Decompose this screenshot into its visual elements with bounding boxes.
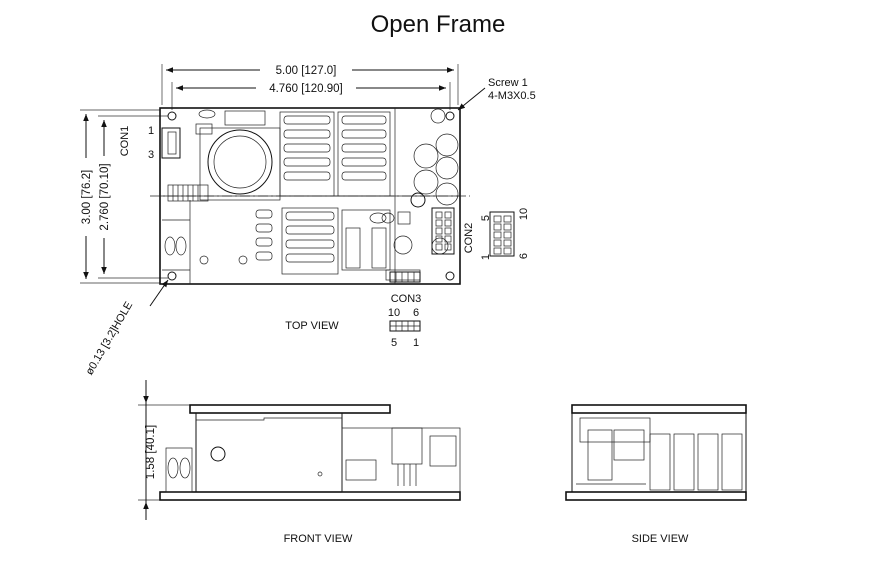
front-view: 1.58 [40.1] FRONT VIEW (138, 380, 461, 545)
con1-pin-3: 3 (148, 149, 154, 161)
con2-pin-1: 1 (480, 254, 492, 260)
hole-callout: ø0.13 [3.2]HOLE (84, 279, 169, 377)
profile-height-dimension: 1.58 [40.1] (138, 380, 190, 520)
top-view: 5.00 [127.0] 4.760 [120.90] Screw 1 4-M3… (80, 64, 536, 377)
con1-pin-1: 1 (148, 125, 154, 137)
large-capacitor (195, 109, 281, 201)
profile-height-label: 1.58 [40.1] (145, 425, 157, 479)
con3-pin-5: 5 (391, 337, 397, 349)
hole-spacing-width-dimension: 4.760 [120.90] (171, 82, 451, 110)
input-coil (162, 184, 209, 284)
heatsink-upper (279, 111, 391, 197)
con2-label: CON2 (463, 223, 475, 254)
con1-label: CON1 (119, 126, 131, 157)
heatsink-lower (255, 207, 339, 275)
front-base-board (159, 491, 461, 501)
con3-pinout: CON3 10 6 5 1 (388, 293, 421, 349)
con3-pin-6: 6 (413, 307, 419, 319)
side-view: SIDE VIEW (565, 404, 747, 545)
overall-width-label: 5.00 [127.0] (276, 65, 337, 77)
screw-spec: 4-M3X0.5 (488, 90, 536, 102)
overall-width-dimension: 5.00 [127.0] (161, 64, 459, 105)
con3-board (389, 271, 421, 283)
con2-pin-10: 10 (518, 208, 530, 220)
overall-height-label: 3.00 [76.2] (81, 170, 93, 224)
mounting-holes (167, 111, 455, 281)
screw-label: Screw 1 (488, 77, 528, 89)
con3-pin-1: 1 (413, 337, 419, 349)
side-base-board (565, 491, 747, 501)
page-title: Open Frame (371, 11, 506, 38)
con3-label: CON3 (391, 293, 422, 305)
hole-diameter-label: ø0.13 [3.2]HOLE (84, 300, 136, 377)
screw-callout: Screw 1 4-M3X0.5 (457, 77, 536, 111)
front-top-plate (189, 404, 391, 414)
hole-spacing-height-label: 2.760 [70.10] (99, 163, 111, 230)
con2-pinout: CON2 5 10 1 6 (463, 208, 530, 260)
front-view-label: FRONT VIEW (284, 533, 353, 545)
con2-board (431, 207, 455, 255)
hole-spacing-height-dimension: 2.760 [70.10] (98, 115, 168, 279)
con2-pin-5: 5 (480, 215, 492, 221)
overall-height-dimension: 3.00 [76.2] (80, 109, 160, 284)
output-transformer (341, 209, 421, 281)
side-top-plate (571, 404, 747, 414)
top-view-label: TOP VIEW (285, 320, 339, 332)
hole-spacing-width-label: 4.760 [120.90] (269, 83, 343, 95)
con2-pin-6: 6 (518, 253, 530, 259)
output-capacitors (393, 108, 459, 255)
con3-pin-10: 10 (388, 307, 400, 319)
con1: CON1 1 3 (119, 125, 181, 161)
side-view-label: SIDE VIEW (632, 533, 689, 545)
